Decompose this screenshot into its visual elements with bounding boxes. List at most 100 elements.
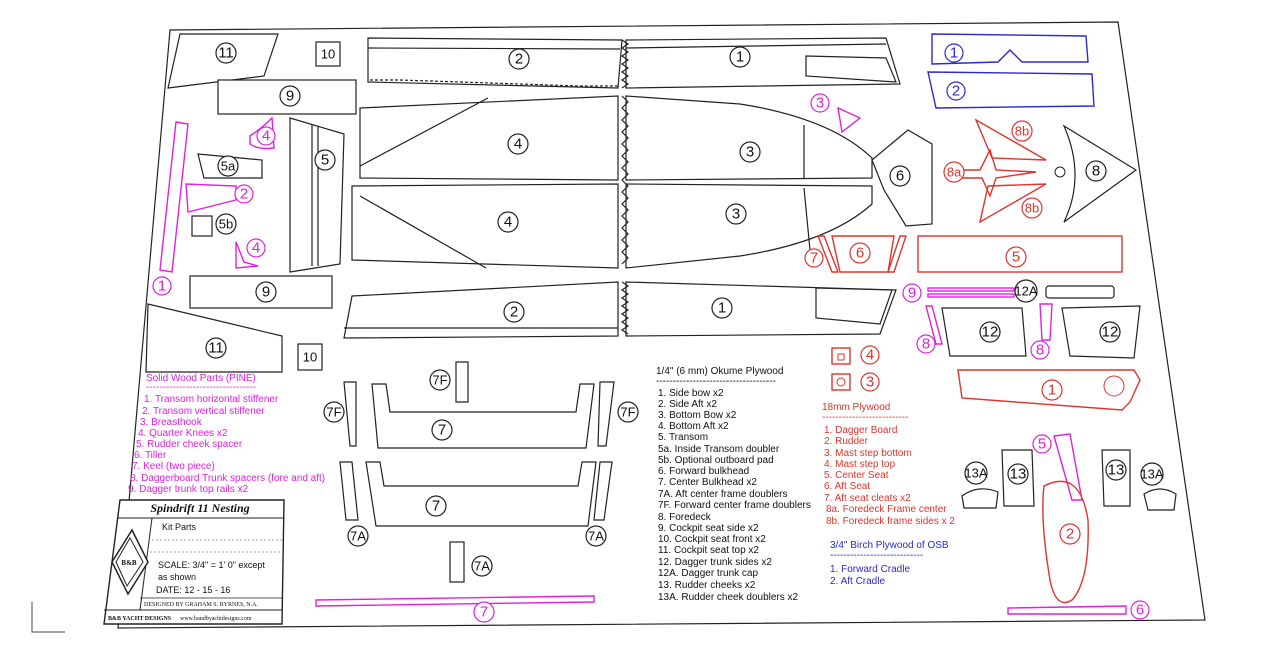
label-red-6: 6 (856, 245, 864, 262)
title-block-website: www.bandbyachtdesigns.com (180, 616, 252, 622)
red-aft-seat-cleats: 7 (804, 235, 907, 273)
label-pine-2: 2 (240, 186, 248, 203)
legend-18mm-rule: -------------------------- (822, 412, 909, 423)
legend-18mm-item: 2. Rudder (824, 436, 869, 447)
label-pine-1: 1 (158, 278, 166, 295)
red-dagger-board: 1 (957, 369, 1141, 411)
label-6: 6 (896, 168, 904, 185)
label-10b: 10 (303, 350, 317, 365)
part-bottom-aft-upper: 4 (359, 95, 619, 181)
blue-forward-cradle: 1 (931, 33, 1089, 65)
pine-rudder-cheek-spacer: 5 (1032, 433, 1083, 501)
legend-18mm-item: 5. Center Seat (824, 470, 889, 481)
legend-pine-item: 4. Quarter Knees x2 (138, 428, 228, 439)
title-block-date: DATE: 12 - 15 - 16 (156, 585, 230, 595)
title-block-designer: DESIGNED BY GRAHAM S. BYRNES, N.A. (144, 602, 258, 608)
label-red-5: 5 (1012, 249, 1020, 266)
legend-okume-item: 7. Center Bulkhead x2 (658, 477, 757, 488)
title-block: Spindrift 11 Nesting Kit Parts SCALE: 3/… (103, 499, 285, 625)
legend-okume-item: 8. Foredeck (658, 512, 712, 523)
legend-pine-item: 3. Breasthook (140, 417, 203, 428)
label-red-8a: 8a (947, 165, 962, 180)
label-pine-4: 4 (262, 128, 270, 145)
label-10: 10 (321, 47, 335, 62)
label-13: 13 (1010, 466, 1027, 483)
label-red-8b-b: 8b (1025, 201, 1039, 216)
blue-aft-cradle: 2 (927, 71, 1095, 109)
label-13a: 13A (964, 466, 987, 481)
bb-logo: B&B (111, 528, 149, 596)
legend-okume-item: 9. Cockpit seat side x2 (658, 523, 759, 534)
part-cockpit-seat-front-upper: 10 (315, 41, 341, 67)
part-cockpit-seat-top-lower: 11 (145, 303, 283, 373)
label-13a-b: 13A (1140, 467, 1163, 482)
part-optional-outboard-pad: 5b (191, 213, 237, 237)
label-4: 4 (514, 136, 522, 153)
legend-pine-title: Solid Wood Parts (PINE) (146, 373, 256, 384)
legend-okume-item: 6. Forward bulkhead (658, 466, 749, 477)
part-aft-center-frame-doublers: 7A 7A 7A (339, 461, 613, 583)
label-blue-2: 2 (952, 83, 960, 100)
label-7f: 7F (326, 405, 341, 420)
label-7a-c: 7A (474, 559, 490, 574)
legend-pine-item: 2. Transom vertical stiffener (142, 406, 265, 417)
legend-okume-item: 2. Side Aft x2 (658, 399, 717, 410)
legend-birch-rule: ---------------------------- (830, 550, 923, 561)
legend-18mm-item: 1. Dagger Board (824, 425, 897, 436)
title-block-kit-parts: Kit Parts (162, 522, 197, 532)
part-bottom-bow-upper: 3 (625, 95, 873, 181)
label-3b: 3 (732, 206, 740, 223)
part-bottom-bow-lower: 3 (625, 183, 873, 269)
legend-18mm-item: 7. Aft seat cleats x2 (824, 493, 911, 504)
label-5b: 5b (219, 217, 233, 232)
legend-okume: 1/4" (6 mm) Okume Plywood --------------… (656, 366, 811, 603)
pine-daggerboard-trunk-spacers: 8 8 (916, 303, 1053, 360)
label-5: 5 (321, 152, 329, 169)
label-red-2: 2 (1066, 526, 1074, 543)
legend-18mm-item: 3. Mast step bottom (824, 448, 912, 459)
label-12a: 12A (1014, 284, 1037, 299)
legend-okume-item: 5b. Optional outboard pad (658, 455, 774, 466)
label-pine-8: 8 (922, 336, 930, 353)
legend-18mm-item: 4. Mast step top (824, 459, 896, 470)
part-center-bulkhead-upper: 7 (371, 383, 595, 449)
part-foredeck: 8 (1054, 124, 1138, 223)
legend-birch-item: 2. Aft Cradle (830, 576, 885, 587)
legend-pine-item: 7. Keel (two piece) (132, 461, 215, 472)
bb-logo-letters: B&B (121, 559, 137, 567)
pine-breasthook: 3 (810, 93, 862, 134)
label-5a: 5a (221, 159, 236, 174)
label-11: 11 (218, 45, 234, 62)
legend-pine-rule: --------------------------------- (146, 382, 256, 393)
legend-pine-item: 6. Tiller (134, 450, 167, 461)
label-13b: 13 (1108, 462, 1125, 479)
part-bottom-aft-lower: 4 (351, 183, 619, 269)
red-foredeck-frame-sides: 8b 8b (974, 118, 1047, 224)
corner-mark (31, 602, 65, 633)
red-mast-step-top: 4 (831, 345, 880, 365)
legend-18mm-item: 8b. Foredeck frame sides x 2 (826, 516, 955, 527)
part-side-bow-bottom: 1 (625, 281, 897, 337)
label-9: 9 (286, 88, 294, 105)
label-pine-6: 6 (1136, 602, 1144, 619)
title-block-company: B&B YACHT DESIGNS (108, 616, 172, 622)
pine-quarter-knee-lower: 4 (235, 238, 266, 269)
label-pine-4b: 4 (252, 240, 260, 257)
part-cockpit-seat-side-upper: 9 (217, 79, 357, 115)
part-side-aft-top: 2 (367, 37, 623, 89)
pine-transom-horizontal-stiffener: 1 (152, 121, 189, 296)
legend-pine-item: 8. Daggerboard Trunk spacers (fore and a… (130, 473, 325, 484)
label-2: 2 (515, 51, 523, 68)
legend-okume-item: 13A. Rudder cheek doublers x2 (658, 592, 799, 603)
label-9b: 9 (262, 284, 270, 301)
label-7f-b: 7F (620, 405, 635, 420)
pine-dagger-trunk-top-rails: 9 (902, 283, 1015, 303)
legend-okume-item: 13. Rudder cheeks x2 (658, 580, 756, 591)
legend-pine: Solid Wood Parts (PINE) ----------------… (128, 373, 325, 495)
legend-okume-item: 4. Bottom Aft x2 (658, 421, 729, 432)
legend-okume-item: 7A. Aft center frame doublers (658, 489, 788, 500)
red-mast-step-bottom: 3 (831, 372, 880, 392)
part-side-bow-top: 1 (625, 37, 901, 89)
pine-transom-vertical-stiffener: 2 (185, 183, 254, 213)
label-1: 1 (736, 49, 744, 66)
